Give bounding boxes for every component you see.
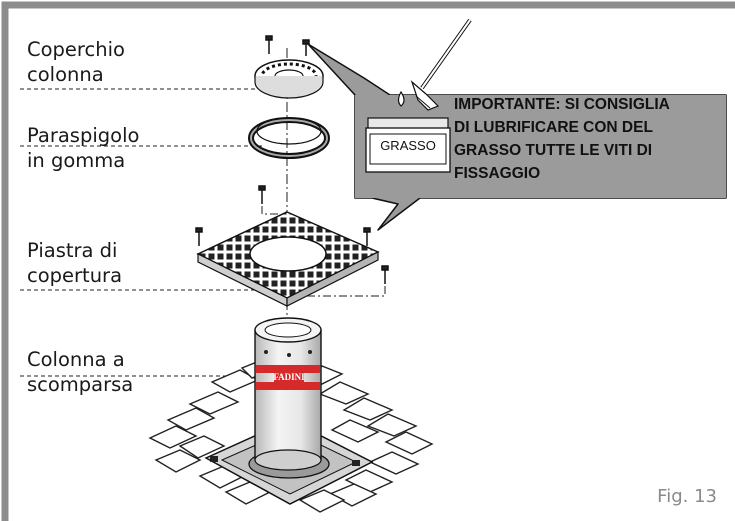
callout-line-1: IMPORTANTE: SI CONSIGLIA (454, 96, 670, 113)
brush-icon (410, 18, 472, 111)
callout-line-2: DI LUBRIFICARE CON DEL (454, 119, 653, 136)
label-rubber-guard-line1: Paraspigolo (27, 124, 140, 147)
label-rubber-guard-line2: in gomma (27, 149, 126, 172)
label-bollard-column-line2: scomparsa (27, 373, 134, 396)
grease-jar-label: GRASSO (380, 138, 436, 153)
callout-line-4: FISSAGGIO (454, 165, 541, 182)
label-column-cover-line2: colonna (27, 63, 104, 86)
rubber-guard-part (248, 117, 330, 159)
cover-plate-part (196, 211, 380, 307)
label-cover-plate-line2: copertura (27, 264, 123, 287)
cover-screws (265, 35, 310, 56)
label-rubber-guard: Paraspigolo in gomma (27, 123, 139, 173)
callout-line-3: GRASSO TUTTE LE VITI DI (454, 142, 653, 159)
leader-lines (20, 88, 262, 377)
label-cover-plate-line1: Piastra di (27, 239, 118, 262)
pavement-tiles (148, 358, 434, 513)
plate-screws (195, 185, 389, 284)
label-cover-plate: Piastra di copertura (27, 238, 122, 288)
drop-icon (397, 90, 405, 107)
bollard-column-part (248, 317, 330, 479)
callout-text: IMPORTANTE: SI CONSIGLIA DI LUBRIFICARE … (454, 93, 730, 185)
brand-label: FADINI (273, 372, 305, 382)
figure-label: Fig. 13 (657, 486, 717, 507)
column-cover-part (254, 59, 324, 99)
label-bollard-column: Colonna a scomparsa (27, 347, 133, 397)
grease-jar (365, 117, 451, 173)
label-bollard-column-line1: Colonna a (27, 348, 125, 371)
label-column-cover: Coperchio colonna (27, 37, 125, 87)
label-column-cover-line1: Coperchio (27, 38, 125, 61)
